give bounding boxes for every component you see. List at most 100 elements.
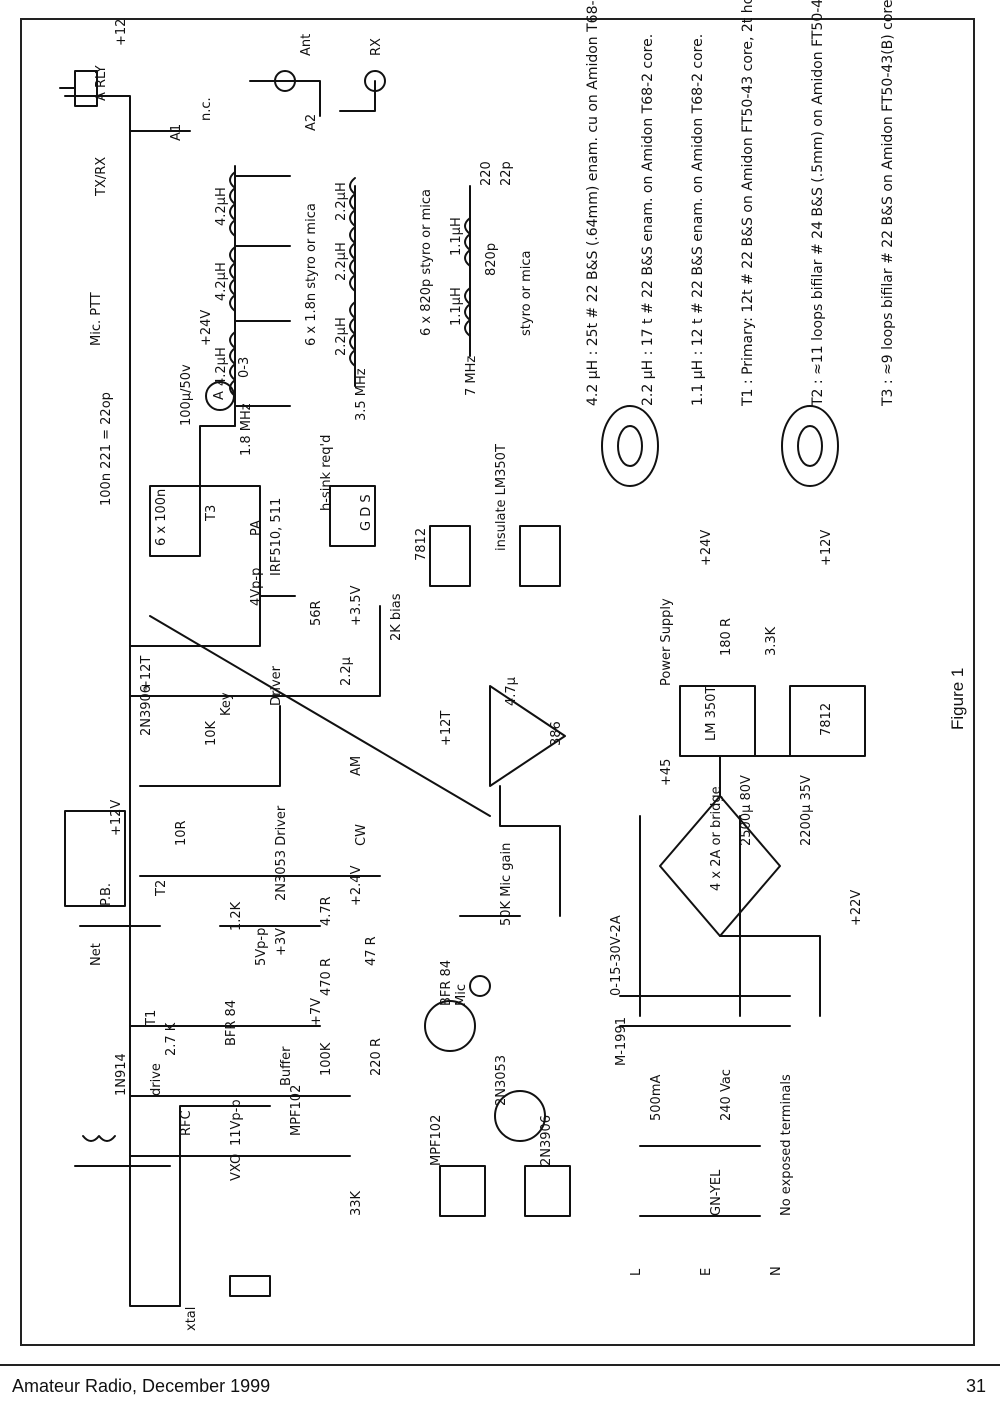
note-t2: T2 : ≈11 loops bifilar # 24 B&S (.5mm) o…: [810, 0, 826, 406]
label-mic-gain: 50K Mic gain: [499, 842, 514, 926]
label-meter: A: [212, 391, 227, 400]
label-l: L: [629, 1268, 644, 1276]
label-txrx: TX/RX: [94, 156, 109, 196]
label-bfr84: BFR 84: [224, 999, 239, 1046]
label-p22: 22p: [499, 161, 514, 186]
label-180r: 180 R: [719, 618, 734, 656]
inductor-11uh-a: [464, 287, 471, 337]
label-22uh-a: 2.2µH: [334, 317, 349, 356]
label-56r: 56R: [309, 600, 324, 626]
label-a2: A2: [304, 113, 319, 131]
note-t1: T1 : Primary: 12t # 22 B&S on Amidon FT5…: [740, 0, 756, 406]
label-irf: IRF510, 511: [269, 497, 284, 576]
label-100n-221: 100n 221 = 22op: [99, 392, 114, 506]
wire-mains: [639, 1145, 761, 1217]
label-47r: 47 R: [364, 936, 379, 966]
label-cap-100u50v: 100µ/50v: [179, 364, 194, 426]
label-meter-range: 0-3: [237, 356, 252, 378]
label-pa: PA: [249, 520, 264, 536]
label-gds: G D S: [359, 494, 374, 531]
bridge-rectifier: [659, 795, 781, 937]
wire-buffer: [129, 1025, 351, 1157]
2n3906-pinout: [524, 1165, 571, 1217]
label-2n3053: 2N3053 Driver: [274, 805, 289, 901]
label-2n3906-pin: 2N3906: [539, 1114, 554, 1166]
label-rx: RX: [369, 38, 384, 56]
label-42uh-b: 4.2µH: [214, 262, 229, 301]
label-in914: 1N914: [114, 1053, 129, 1096]
label-plus45: +45: [659, 758, 674, 786]
toroid-sketch-1: [601, 405, 659, 487]
inductor-22uh-c: [349, 177, 356, 227]
label-styro-3: styro or mica: [519, 250, 534, 336]
label-insulate-lm: insulate LM350T: [494, 444, 509, 551]
label-plus12t-ic: +12T: [439, 710, 454, 746]
wire-driver: [129, 605, 381, 697]
label-22u: 2.2µ: [339, 657, 354, 686]
2n3053-pinout: [494, 1090, 546, 1142]
label-1-2k: 1.2K: [229, 901, 244, 931]
label-a1: A1: [169, 123, 184, 141]
lpf-caps-1: [234, 175, 291, 407]
schematic: Ant RX A2 A1 n.c. A RLY +12 TX/RX Mic. P…: [20, 0, 975, 1346]
label-22uh-b: 2.2µH: [334, 242, 349, 281]
wire-ant: [249, 80, 321, 117]
transformer-secondary: [639, 815, 741, 1017]
label-gnyel: GN-YEL: [709, 1169, 724, 1216]
note-11uh: 1.1 µH : 12 t # 22 B&S enam. on Amidon T…: [690, 33, 706, 406]
t3-transformer: [149, 485, 201, 557]
label-7812-sketch: 7812: [414, 527, 429, 561]
label-2500u: 2500µ 80V: [739, 775, 754, 846]
label-mpf102: MPF102: [289, 1084, 304, 1136]
label-plus24v-ps: +24V: [699, 529, 714, 566]
label-xtal: xtal: [184, 1306, 199, 1331]
meter-circle: [205, 381, 235, 411]
label-p220: 220: [479, 161, 494, 186]
label-am: AM: [349, 755, 364, 776]
circuit-drawing: [59, 70, 866, 1307]
label-plus24v: +24V: [199, 309, 214, 346]
wire-pa-drain: [129, 425, 261, 647]
label-plus35: +3.5V: [349, 585, 364, 626]
wire-ps-pos: [719, 755, 861, 797]
wire-bus-top: [64, 95, 181, 1307]
label-t2: T2: [154, 879, 169, 896]
label-100k: 100K: [319, 1042, 334, 1076]
label-vxo: VXO: [229, 1153, 244, 1181]
label-lm350t: LM 350T: [704, 685, 719, 741]
label-nc: n.c.: [199, 97, 214, 121]
label-10k: 10K: [204, 720, 219, 746]
label-pb: P.B.: [99, 883, 114, 906]
label-mic: Mic: [454, 984, 469, 1006]
label-22uh-c: 2.2µH: [334, 182, 349, 221]
note-22uh: 2.2 µH : 17 t # 22 B&S enam. on Amidon T…: [640, 33, 656, 406]
label-4-7r: 4.7R: [319, 896, 334, 926]
toroid-sketch-1-hole: [617, 425, 643, 467]
label-styro-2: 6 x 820p styro or mica: [419, 189, 434, 336]
label-7mhz: 7 MHz: [464, 355, 479, 396]
label-t3: T3: [204, 504, 219, 521]
ant-connector: [274, 70, 296, 92]
toroid-sketch-2-hole: [797, 425, 823, 467]
label-42uh-a: 4.2µH: [214, 347, 229, 386]
inductor-42uh-b: [229, 246, 236, 312]
label-plus12v: +12V: [109, 799, 124, 836]
wire-ps-neg: [719, 935, 821, 1017]
label-10r: 10R: [174, 820, 189, 846]
label-35mhz: 3.5 MHz: [354, 368, 369, 421]
transformer-core: [619, 995, 791, 1027]
wire-386-in: [499, 785, 561, 917]
xtal-body: [229, 1275, 271, 1297]
wire-xtal: [179, 1105, 271, 1307]
inductor-42uh-a: [229, 331, 236, 397]
label-42uh-c: 4.2µH: [214, 187, 229, 226]
label-5vpp: 5Vp-p: [254, 927, 269, 966]
label-e: E: [699, 1267, 714, 1276]
pb-box: [64, 810, 126, 907]
label-p820: 820p: [484, 242, 499, 276]
label-ant: Ant: [299, 33, 314, 56]
irf-package-sketch: [329, 485, 376, 547]
label-33k: 33K: [349, 1190, 364, 1216]
label-bridge: 4 x 2A or bridge: [709, 786, 724, 891]
